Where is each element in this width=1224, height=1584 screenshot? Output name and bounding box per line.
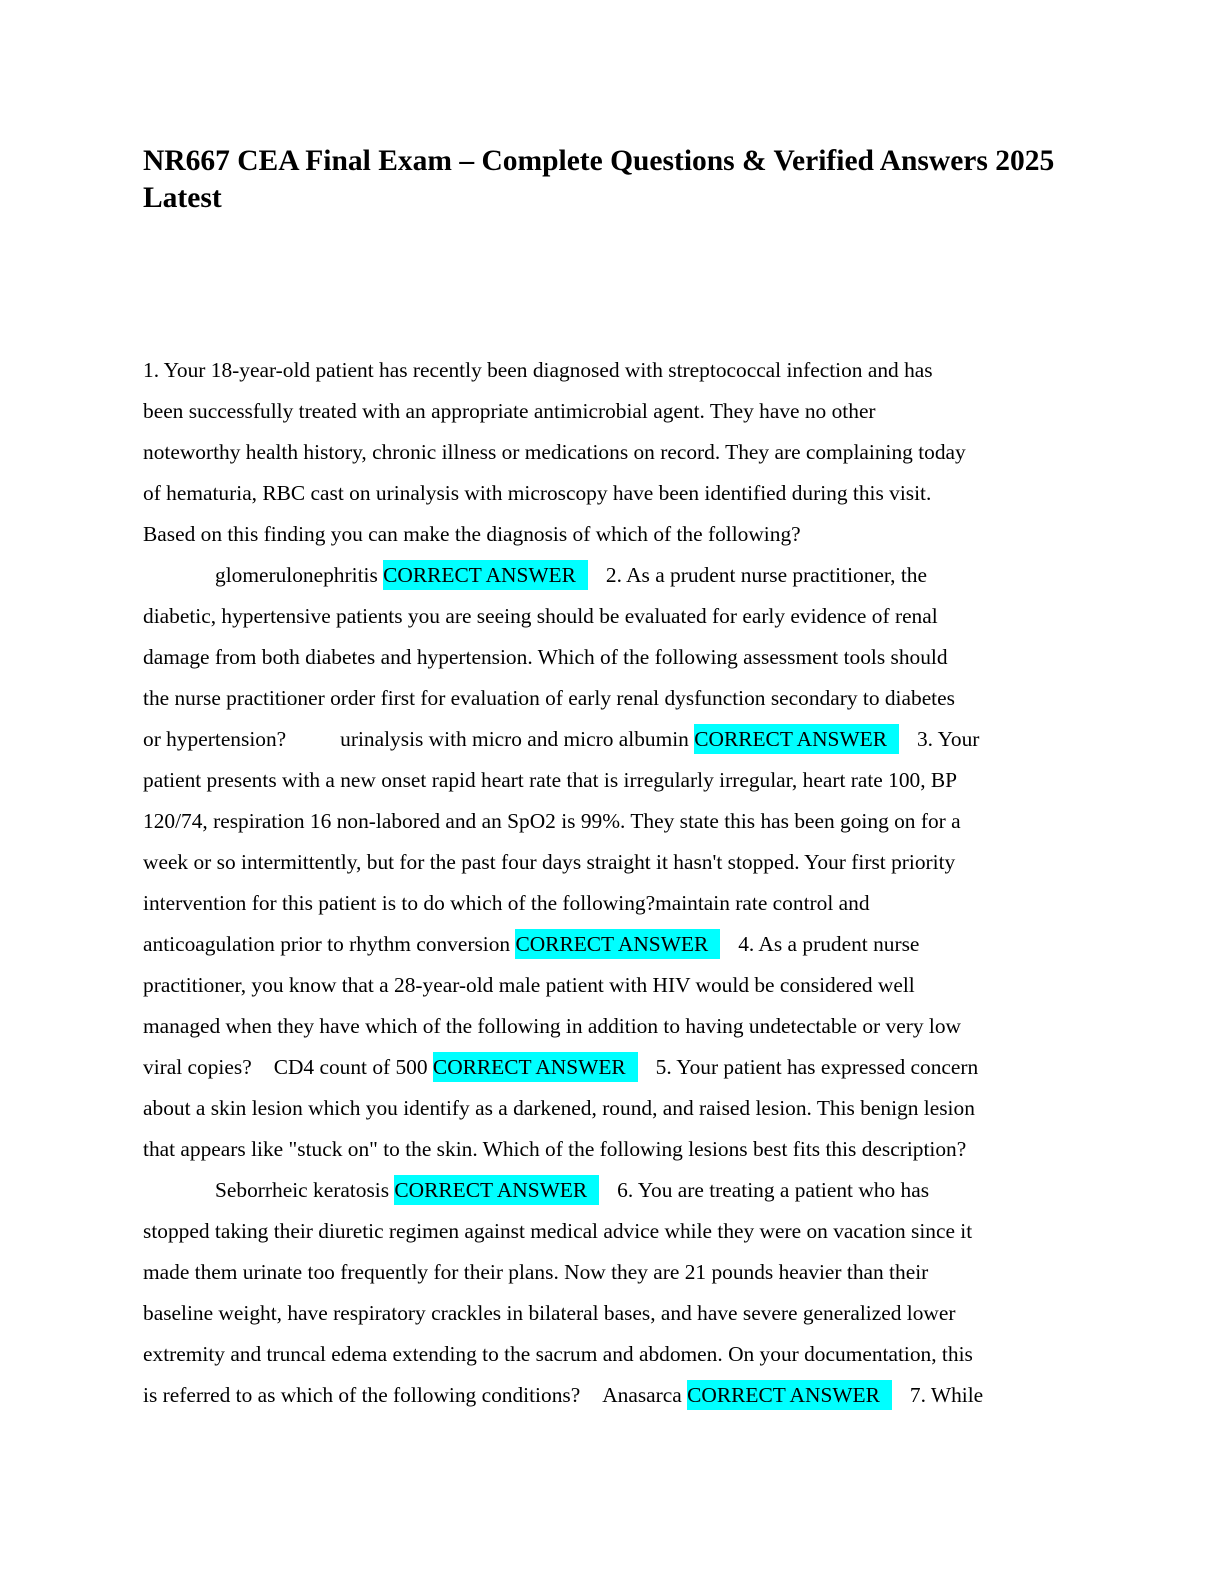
text-line: intervention for this patient is to do w… (143, 891, 870, 915)
answer-text: glomerulonephritis (215, 563, 384, 587)
correct-answer-highlight: CORRECT ANSWER (687, 1380, 892, 1410)
text-line: 1. Your 18-year-old patient has recently… (143, 358, 933, 382)
question-text: is referred to as which of the following… (143, 1383, 581, 1407)
text-line: extremity and truncal edema extending to… (143, 1342, 973, 1366)
text-line: is referred to as which of the following… (143, 1375, 1088, 1416)
text-line: or hypertension? urinalysis with micro an… (143, 719, 1088, 760)
text-line: 120/74, respiration 16 non-labored and a… (143, 809, 961, 833)
text-line: Based on this finding you can make the d… (143, 522, 801, 546)
answer-text: CD4 count of 500 (273, 1055, 433, 1079)
text-line: about a skin lesion which you identify a… (143, 1096, 975, 1120)
text-line: diabetic, hypertensive patients you are … (143, 604, 938, 628)
text-line: patient presents with a new onset rapid … (143, 768, 958, 792)
text-line: anticoagulation prior to rhythm conversi… (143, 924, 1088, 965)
correct-answer-highlight: CORRECT ANSWER (394, 1175, 600, 1205)
answer-text: Seborrheic keratosis (215, 1178, 395, 1202)
question-text: or hypertension? (143, 727, 287, 751)
text-line: damage from both diabetes and hypertensi… (143, 645, 948, 669)
text-line: the nurse practitioner order first for e… (143, 686, 955, 710)
correct-answer-highlight: CORRECT ANSWER (515, 929, 721, 959)
document-body: 1. Your 18-year-old patient has recently… (143, 350, 1088, 1416)
text-line: of hematuria, RBC cast on urinalysis wit… (143, 481, 932, 505)
question-text: 4. As a prudent nurse (738, 932, 920, 956)
correct-answer-highlight: CORRECT ANSWER (432, 1052, 638, 1082)
correct-answer-highlight: CORRECT ANSWER (694, 724, 899, 754)
text-line: glomerulonephritis CORRECT ANSWER 2. As a… (143, 555, 1088, 596)
answer-text: anticoagulation prior to rhythm conversi… (143, 932, 516, 956)
answer-text: Anasarca (602, 1383, 688, 1407)
text-line: practitioner, you know that a 28-year-ol… (143, 973, 915, 997)
text-line: been successfully treated with an approp… (143, 399, 876, 423)
question-text: 7. While (909, 1383, 984, 1407)
question-text: 2. As a prudent nurse practitioner, the (605, 563, 927, 587)
text-line: stopped taking their diuretic regimen ag… (143, 1219, 973, 1243)
text-line: noteworthy health history, chronic illne… (143, 440, 966, 464)
text-line: baseline weight, have respiratory crackl… (143, 1301, 956, 1325)
text-line: that appears like "stuck on" to the skin… (143, 1137, 967, 1161)
page-title: NR667 CEA Final Exam – Complete Question… (143, 145, 1055, 214)
text-line: made them urinate too frequently for the… (143, 1260, 929, 1284)
text-line: Seborrheic keratosis CORRECT ANSWER 6. Yo… (143, 1170, 1088, 1211)
text-line: managed when they have which of the foll… (143, 1014, 961, 1038)
answer-text: urinalysis with micro and micro albumin (340, 727, 695, 751)
question-text: 3. Your (916, 727, 980, 751)
question-text: viral copies? (143, 1055, 252, 1079)
correct-answer-highlight: CORRECT ANSWER (383, 560, 588, 590)
question-text: 5. Your patient has expressed concern (655, 1055, 979, 1079)
question-text: 6. You are treating a patient who has (617, 1178, 930, 1202)
text-line: week or so intermittently, but for the p… (143, 850, 956, 874)
text-line: viral copies? CD4 count of 500 CORRECT AN… (143, 1047, 1088, 1088)
